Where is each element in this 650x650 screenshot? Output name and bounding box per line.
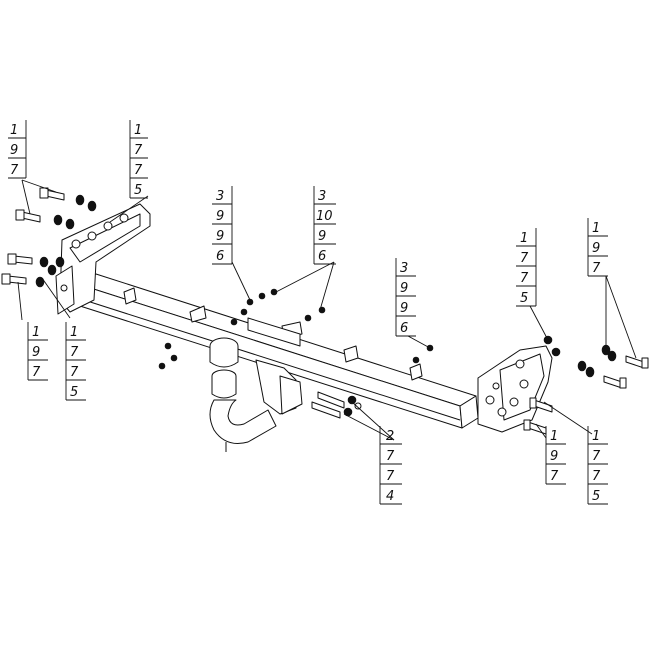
callout-digit: 1	[592, 221, 600, 236]
callout-left-bottom: 1 9 7	[27, 322, 48, 381]
callout-digit: 6	[400, 321, 408, 336]
callout-digit: 3	[400, 261, 408, 276]
callout-digit: 2	[386, 429, 394, 444]
center-top-fasteners	[158, 288, 434, 370]
callout-digit: 5	[592, 489, 600, 504]
right-fasteners	[523, 335, 649, 435]
callout-digit: 7	[134, 143, 143, 158]
callout-digit: 6	[318, 249, 326, 264]
callout-left-bottom-2: 1 7 7 5	[65, 322, 86, 401]
callout-center-right-top: 3 10 9 6	[313, 186, 336, 265]
callout-digit: 7	[592, 469, 601, 484]
callout-digit: 9	[32, 345, 40, 360]
callout-digit: 1	[32, 325, 40, 340]
callout-right-bracket-top: 1 7 7 5	[516, 228, 537, 307]
callout-digit: 4	[386, 489, 394, 504]
leader-lines	[17, 179, 637, 441]
callout-digit: 5	[70, 385, 78, 400]
callout-digit: 1	[550, 429, 558, 444]
callout-center-bottom: 2 7 7 4	[379, 426, 402, 505]
callout-right-bottom-1: 1 9 7	[545, 426, 566, 485]
callout-digit: 7	[550, 469, 559, 484]
callout-digit: 7	[134, 163, 143, 178]
callout-digit: 7	[70, 365, 79, 380]
left-mounting-bracket	[55, 203, 151, 315]
callout-digit: 1	[10, 123, 18, 138]
tow-ball	[209, 337, 277, 452]
callout-digit: 7	[592, 449, 601, 464]
callout-digit: 7	[386, 449, 395, 464]
right-mounting-bracket	[477, 345, 553, 433]
callout-left-top: 1 9 7	[8, 120, 27, 179]
callout-digit: 9	[216, 209, 224, 224]
callout-digit: 6	[216, 249, 224, 264]
callout-digit: 1	[592, 429, 600, 444]
callout-digit: 9	[400, 281, 408, 296]
callout-digit: 9	[400, 301, 408, 316]
crossbar-beam	[77, 273, 479, 429]
callout-digit: 3	[318, 189, 326, 204]
callout-digit: 7	[10, 163, 19, 178]
callout-right-top: 1 9 7	[587, 218, 608, 277]
left-bottom-fasteners	[1, 253, 65, 288]
callout-digit: 9	[216, 229, 224, 244]
callout-digit: 7	[386, 469, 395, 484]
callout-left-bracket-top: 1 7 7 5	[129, 120, 148, 199]
left-top-fasteners	[15, 187, 97, 230]
callout-digit: 9	[318, 229, 326, 244]
callout-center-left-top: 3 9 9 6	[212, 186, 233, 265]
callout-right-bottom-2: 1 7 7 5	[587, 426, 608, 505]
callout-digit: 7	[32, 365, 41, 380]
callout-digit: 7	[70, 345, 79, 360]
center-long-bolts	[311, 391, 362, 419]
callout-digit: 7	[520, 251, 529, 266]
callout-digit: 7	[520, 271, 529, 286]
callout-digit: 1	[520, 231, 528, 246]
callout-digit: 9	[10, 143, 18, 158]
callout-digit: 7	[592, 261, 601, 276]
callout-digit: 3	[216, 189, 224, 204]
callout-digit: 5	[134, 183, 142, 198]
center-hitch-bracket	[247, 317, 303, 415]
callout-center-right: 3 9 9 6	[395, 258, 416, 337]
callout-digit: 1	[70, 325, 78, 340]
callout-digit: 9	[592, 241, 600, 256]
callout-digit: 10	[316, 209, 333, 224]
callout-digit: 5	[520, 291, 528, 306]
callout-digit: 1	[134, 123, 142, 138]
callout-digit: 9	[550, 449, 558, 464]
